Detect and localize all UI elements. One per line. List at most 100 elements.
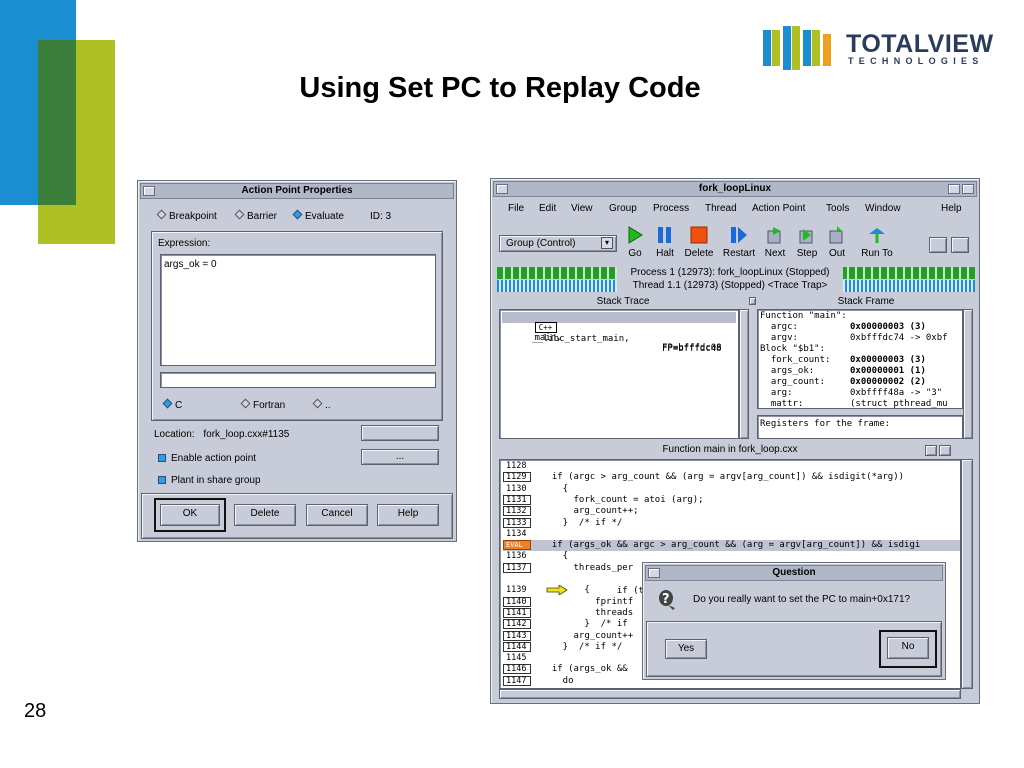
delete-icon: [690, 226, 708, 244]
ok-button[interactable]: OK: [160, 504, 220, 526]
source-line[interactable]: 1129 if (argc > arg_count && (arg = argv…: [503, 472, 904, 483]
location-row: Location: fork_loop.cxx#1135: [154, 429, 354, 440]
frame-row: fork_count:0x00000003 (3): [760, 355, 926, 365]
source-line[interactable]: 1146 if (args_ok &&: [503, 664, 628, 675]
eval-badge: EVAL: [503, 540, 531, 551]
menu-edit[interactable]: Edit: [539, 203, 557, 214]
registers-label: Registers for the frame:: [760, 419, 891, 429]
source-line[interactable]: 1141 threads: [503, 607, 633, 619]
decorative-bar-dark-green: [38, 40, 76, 205]
eval-source-line[interactable]: EVAL if (args_ok && argc > arg_count && …: [503, 540, 960, 552]
slide-title: Using Set PC to Replay Code: [299, 72, 701, 104]
help-button[interactable]: Help: [377, 504, 439, 526]
menu-action-point[interactable]: Action Point: [752, 203, 806, 214]
expression-message-field: [160, 372, 436, 388]
expression-textarea[interactable]: args_ok = 0: [160, 254, 436, 366]
source-line[interactable]: 1133 } /* if */: [503, 517, 622, 529]
source-line[interactable]: 1140 fprintf: [503, 596, 633, 608]
source-line[interactable]: 1143 arg_count++: [503, 630, 633, 642]
out-button[interactable]: Out: [821, 225, 853, 259]
group-select[interactable]: Group (Control) ▾: [499, 235, 617, 252]
toolbar: Go Halt Delete Restart Next Step Out Ru: [619, 225, 919, 265]
stack-trace-scrollbar[interactable]: [739, 309, 749, 439]
source-line[interactable]: 1144 } /* if */: [503, 641, 622, 653]
stack-trace-row[interactable]: __libc_start_main, FP=bfffdc48: [532, 334, 722, 354]
radio-language-c[interactable]: C: [162, 398, 182, 411]
source-line[interactable]: 1137 threads_per: [503, 562, 633, 574]
source-line[interactable]: 1139 {: [503, 585, 590, 596]
more-button[interactable]: ...: [361, 449, 439, 465]
toolbar-extra-button-1[interactable]: [929, 237, 947, 253]
dialog-titlebar: Action Point Properties: [140, 183, 454, 199]
menu-tools[interactable]: Tools: [826, 203, 850, 214]
source-horizontal-scrollbar[interactable]: [499, 689, 961, 699]
menu-view[interactable]: View: [571, 203, 593, 214]
toolbar-extra-button-2[interactable]: [951, 237, 969, 253]
pane-splitter-handle[interactable]: [749, 297, 756, 305]
window-menu-icon[interactable]: [143, 186, 155, 196]
step-button[interactable]: Step: [791, 225, 823, 259]
next-button[interactable]: Next: [759, 225, 791, 259]
stack-frame-header: Stack Frame: [837, 296, 895, 307]
radio-diamond-icon: [156, 209, 167, 220]
process-status: Process 1 (12973): fork_loopLinux (Stopp…: [617, 267, 843, 279]
delete-button[interactable]: Delete: [683, 225, 715, 259]
source-line[interactable]: 1130 {: [503, 483, 568, 495]
radio-breakpoint[interactable]: Breakpoint: [156, 209, 217, 222]
window-menu-icon[interactable]: [496, 184, 508, 194]
source-nav-forward-button[interactable]: [939, 445, 951, 456]
menu-help[interactable]: Help: [941, 203, 962, 214]
menu-file[interactable]: File: [508, 203, 525, 214]
source-line[interactable]: 1134: [503, 528, 541, 540]
restart-button[interactable]: Restart: [721, 225, 757, 259]
location-value: fork_loop.cxx#1135: [203, 429, 290, 440]
ok-button-focus-ring: [154, 498, 226, 532]
menu-group[interactable]: Group: [609, 203, 637, 214]
menu-process[interactable]: Process: [653, 203, 690, 214]
location-button[interactable]: [361, 425, 439, 441]
source-line[interactable]: 1142 } /* if: [503, 619, 628, 630]
menu-thread[interactable]: Thread: [705, 203, 737, 214]
question-title: Question: [772, 567, 816, 578]
go-button[interactable]: Go: [619, 225, 651, 259]
action-point-properties-dialog: Action Point Properties Breakpoint Barri…: [137, 180, 457, 542]
frame-row: arg:0xbffff48a -> "3": [760, 388, 943, 398]
radio-language-fortran[interactable]: Fortran: [240, 398, 285, 411]
stack-frame-scrollbar[interactable]: [963, 309, 973, 439]
halt-button[interactable]: Halt: [649, 225, 681, 259]
source-line[interactable]: 1136 {: [503, 551, 568, 562]
enable-action-point-checkbox[interactable]: Enable action point: [158, 453, 256, 464]
run-to-button[interactable]: Run To: [857, 225, 897, 259]
stack-trace-row[interactable]: C++ main, FP=bfffdc08: [502, 312, 736, 353]
radio-language-other[interactable]: ..: [312, 398, 331, 411]
question-button-strip: Yes No: [646, 621, 942, 677]
source-line[interactable]: 1145: [503, 653, 541, 664]
source-line[interactable]: 1147 do: [503, 675, 574, 687]
radio-evaluate[interactable]: Evaluate: [292, 209, 344, 222]
menu-window[interactable]: Window: [865, 203, 901, 214]
window-menu-icon[interactable]: [648, 568, 660, 578]
source-nav-back-button[interactable]: [925, 445, 937, 456]
plant-in-share-group-checkbox[interactable]: Plant in share group: [158, 475, 261, 486]
window-titlebar: fork_loopLinux: [493, 181, 977, 197]
restart-icon: [731, 227, 747, 243]
source-line[interactable]: 1132 arg_count++;: [503, 506, 639, 517]
no-button-focus-ring: [879, 630, 937, 668]
stack-trace-pane: C++ main, FP=bfffdc08 __libc_start_main,…: [499, 309, 739, 439]
thread-status: Thread 1.1 (12973) (Stopped) <Trace Trap…: [617, 280, 843, 292]
radio-barrier[interactable]: Barrier: [234, 209, 277, 222]
question-icon: ?: [659, 590, 675, 610]
frame-row: arg_count:0x00000002 (2): [760, 377, 926, 387]
cancel-button[interactable]: Cancel: [306, 504, 368, 526]
frame-row: argc:0x00000003 (3): [760, 322, 926, 332]
yes-button[interactable]: Yes: [665, 639, 707, 659]
out-icon: [829, 226, 843, 244]
source-vertical-scrollbar[interactable]: [961, 459, 973, 689]
source-line[interactable]: 1131 fork_count = atoi (arg);: [503, 494, 704, 506]
minimize-icon[interactable]: [948, 184, 960, 194]
delete-button[interactable]: Delete: [234, 504, 296, 526]
no-button[interactable]: No: [887, 637, 929, 659]
source-line[interactable]: 1128: [503, 461, 541, 472]
logo-wordmark: TOTALVIEW: [846, 30, 994, 58]
maximize-icon[interactable]: [962, 184, 974, 194]
